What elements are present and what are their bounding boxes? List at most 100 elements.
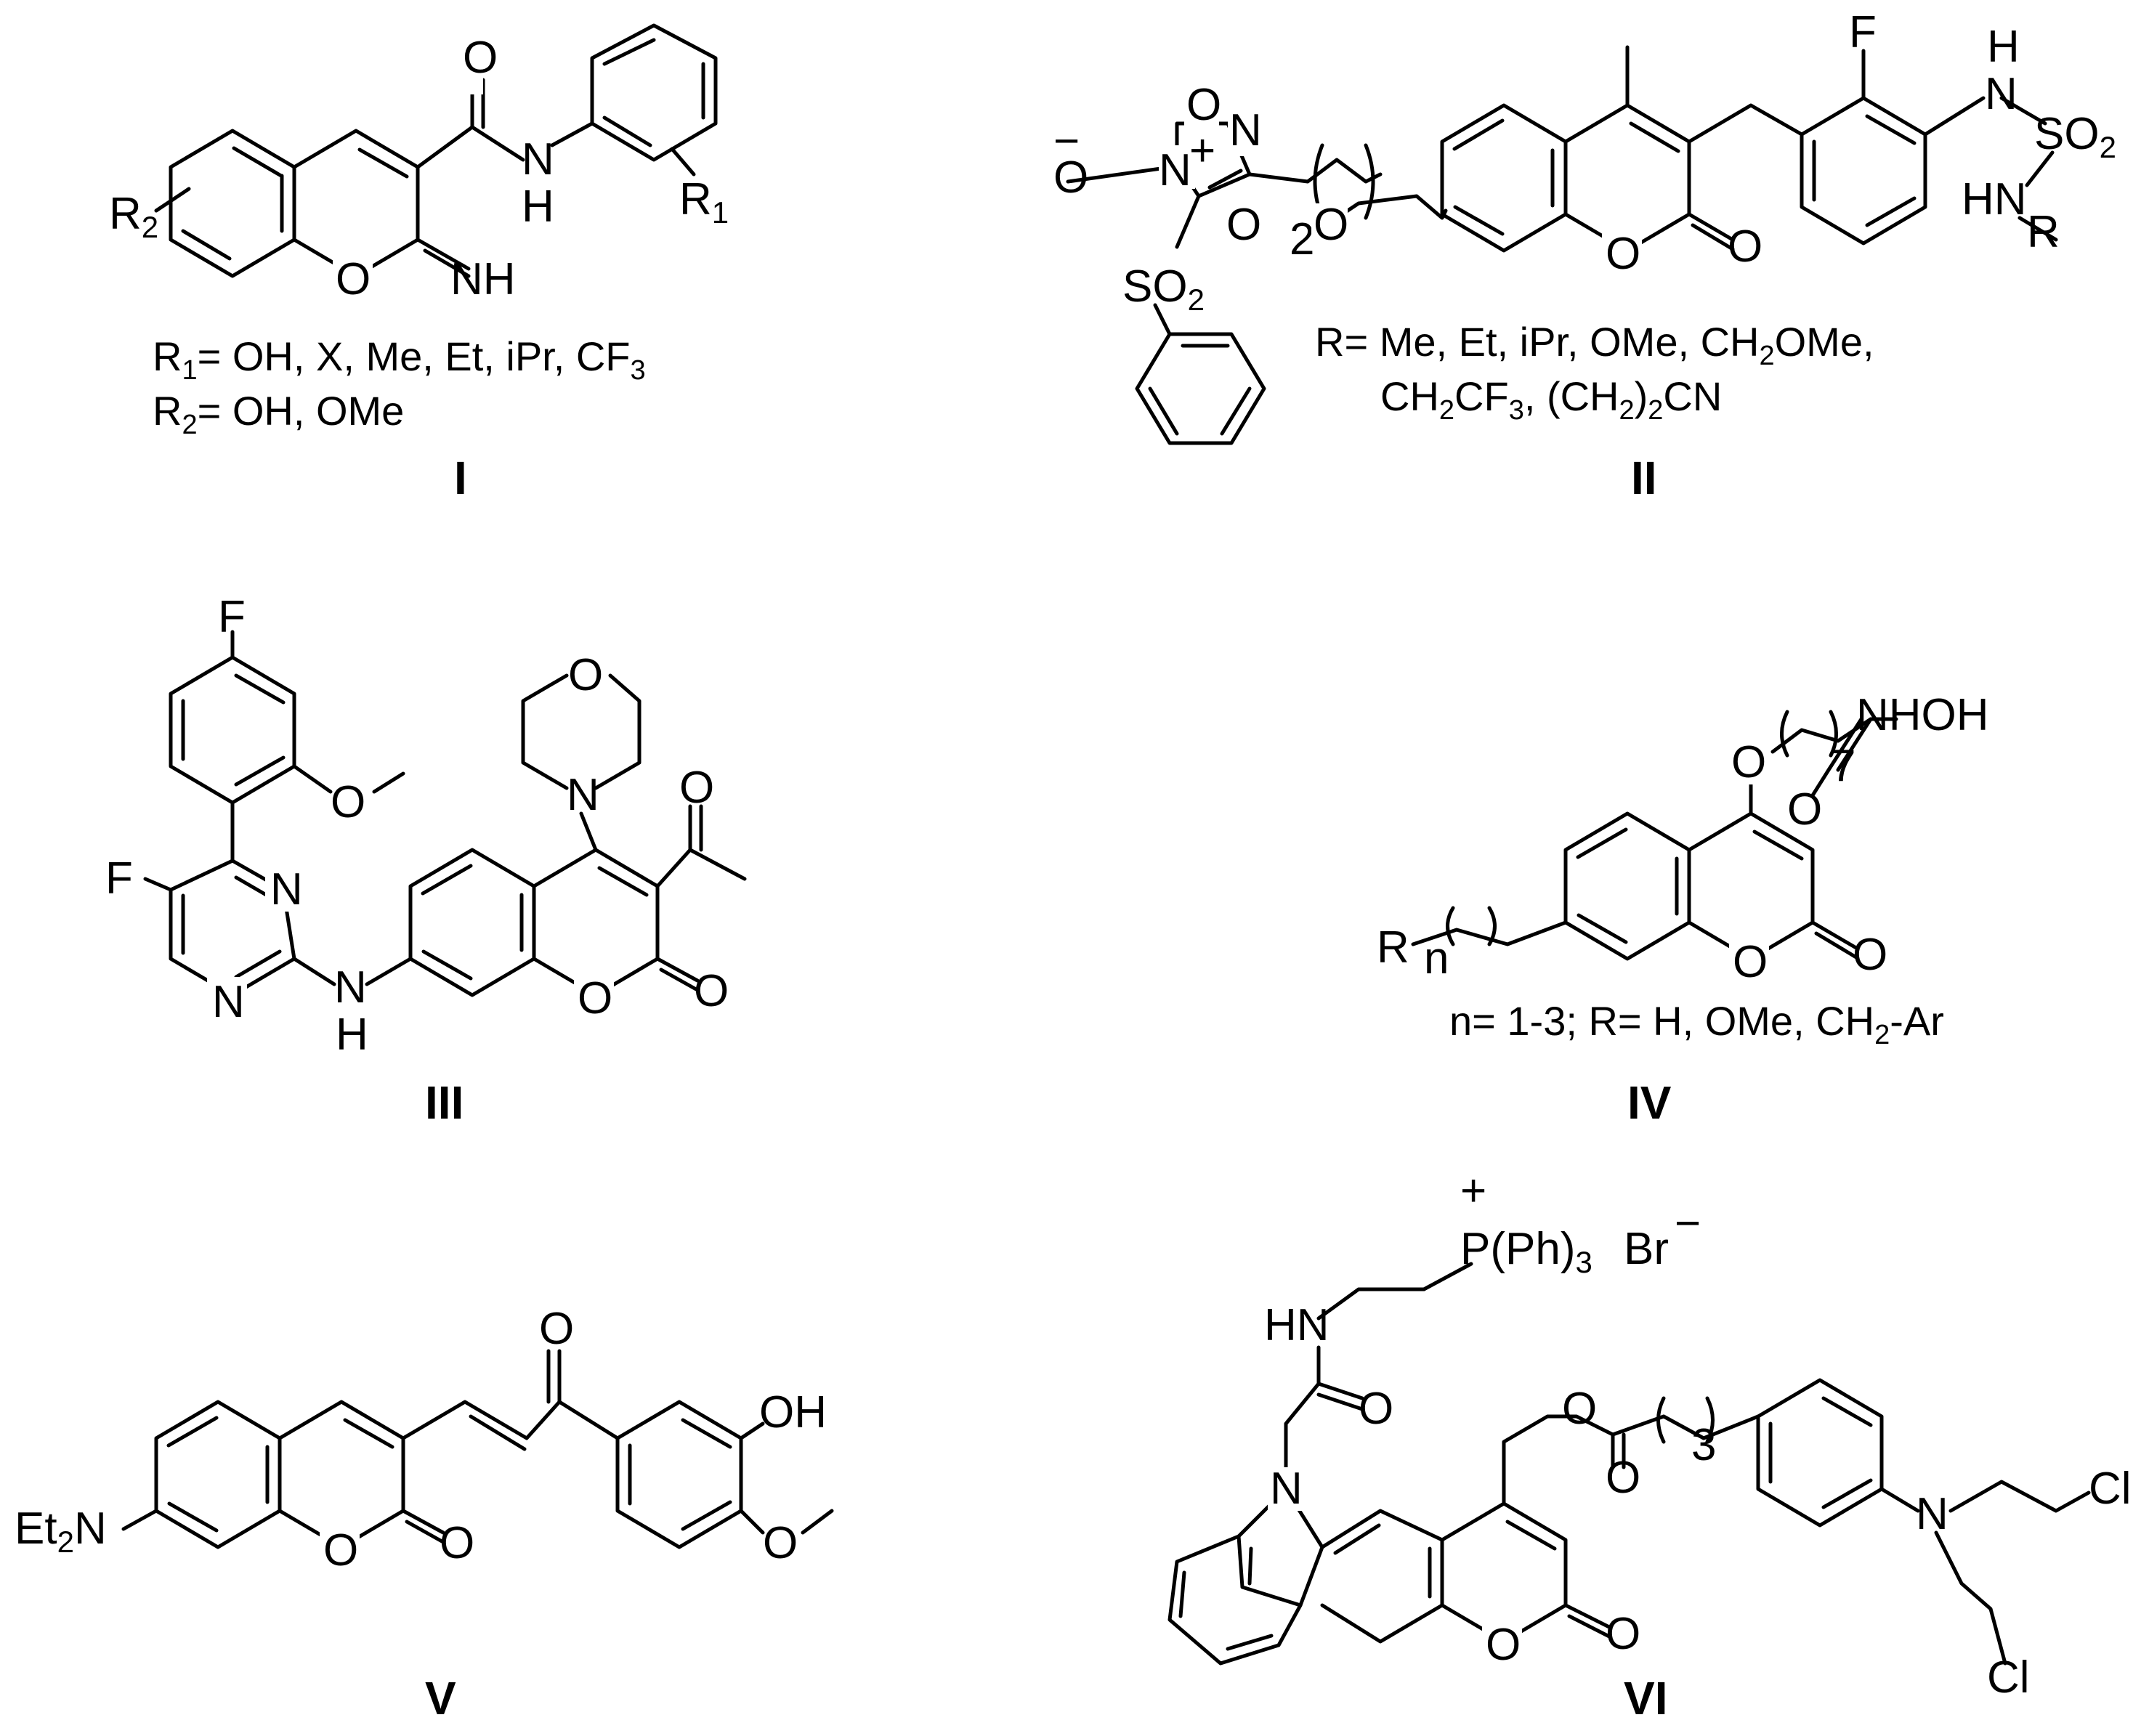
structure-iii-label: III — [425, 1076, 464, 1129]
structure-iv-bonds — [1411, 710, 1898, 961]
structure-vi-atom-n-amine: N — [1916, 1489, 1948, 1539]
structure-ii-atom-minus: − — [1053, 116, 1080, 166]
structure-vi-phenyl-ring — [1756, 1378, 1884, 1528]
structure-iii-benzo-double-3 — [421, 949, 473, 981]
structure-iii: F O F N N N H O N O O O III — [105, 592, 747, 1129]
structure-ii-nh-r-bond — [2017, 216, 2058, 242]
structure-iv-atom-nhoh: NHOH — [1856, 690, 1989, 740]
structure-ii-label: II — [1631, 452, 1657, 504]
structure-ii-atom-o-lactone: O — [1606, 229, 1640, 279]
structure-v-aryl-ring — [615, 1400, 743, 1549]
structure-i-substituent-r1: R1= OH, X, Me, Et, iPr, CF3 — [153, 333, 646, 386]
structure-vi-atom-br: Br — [1624, 1224, 1669, 1274]
structure-i-atom-h-amide: H — [522, 182, 554, 232]
structure-ii-atom-r: R — [2027, 207, 2060, 257]
structure-v-atom-o-lactone: O — [323, 1525, 358, 1575]
structure-ii-atom-n-plus: N — [1159, 145, 1191, 195]
structure-v-aryl-double-2 — [681, 1418, 732, 1449]
structure-ii-furoxan-double — [1207, 169, 1243, 190]
structure-ii-aryl-ring — [1800, 96, 1927, 246]
structure-ii-s-nh-bond — [2025, 150, 2055, 187]
structure-i-substituent-r2: R2= OH, OMe — [153, 388, 404, 440]
structure-i-n-phenyl — [550, 121, 594, 147]
structure-ii-bonds — [1066, 45, 2058, 445]
structure-vi-benz-left — [1167, 1534, 1303, 1666]
structure-iii-benzo-ring — [408, 848, 536, 997]
structure-v: O OH Et2N O O O V — [15, 1304, 834, 1724]
structure-iii-atom-o-morpholine: O — [568, 650, 603, 700]
structure-i: O N H R1 R2 O NH R1= OH, X, Me, Et, iPr,… — [109, 23, 729, 504]
structure-iv-substituent: n= 1-3; R= H, OMe, CH2-Ar — [1449, 998, 1944, 1050]
structure-vi-mustard-2 — [1934, 1530, 2007, 1666]
structure-iv-o-bracket — [1780, 710, 1838, 758]
structure-iii-atom-o-methoxy: O — [331, 777, 365, 827]
structure-vi-atom-cl-2: Cl — [1987, 1652, 2030, 1703]
structure-iii-f-pyr-bond — [143, 877, 173, 892]
structure-v-benzo-double-3 — [167, 1501, 219, 1533]
structure-vi-indole-ring — [1237, 1487, 1324, 1607]
structure-vi-chain-to-phenyl — [1662, 1414, 1760, 1440]
structure-ii-aryl-double-3 — [1865, 196, 1917, 227]
structure-iii-pyrimidine-double-3 — [234, 949, 282, 979]
structure-iii-atom-n-link: N — [334, 962, 367, 1013]
structure-iv-atom-chain-sub: 7 — [1831, 741, 1855, 791]
structure-iii-atom-n-morpholine: N — [567, 770, 599, 820]
structure-vi-atom-chain-sub: 3 — [1691, 1420, 1716, 1470]
structure-i-phenyl-double-1 — [602, 38, 656, 66]
structure-vi-atom-o-lactone: O — [1486, 1620, 1521, 1670]
structure-v-enone-double — [469, 1414, 527, 1451]
structure-i-atom-o-ring: O — [336, 254, 371, 304]
structure-ii-atom-nh-h: H — [1987, 22, 2020, 72]
structure-i-atom-o-carbonyl: O — [463, 33, 498, 83]
structure-iv-benzo-double-1 — [1576, 827, 1628, 859]
structure-ii-sulfone-phenyl — [1153, 303, 1172, 336]
structure-iii-carbonyl — [655, 957, 700, 992]
structure-vi-central-double — [1333, 1523, 1432, 1599]
structure-v-atom-o-carbonyl: O — [440, 1518, 474, 1568]
structure-iv-atom-r: R — [1377, 922, 1409, 973]
structure-ii-substituent-line1: R= Me, Et, iPr, OMe, CH2OMe, — [1315, 319, 1874, 371]
structure-v-atom-net2: Et2N — [15, 1504, 107, 1559]
structure-iv-hydroxamate — [1810, 717, 1898, 798]
structure-v-bonds — [121, 1349, 834, 1549]
structure-i-atom-n-amide: N — [522, 134, 554, 184]
structure-vi-phenyl-double-2 — [1821, 1396, 1873, 1427]
structure-ii-n-oxide — [1066, 166, 1163, 184]
structure-v-net2-bond — [121, 1509, 158, 1531]
structure-vi-atom-cl-1: Cl — [2089, 1464, 2132, 1514]
structure-v-enone — [401, 1349, 620, 1440]
structure-iii-atom-o-lactone: O — [578, 973, 612, 1023]
structure-i-imine-double — [423, 248, 471, 278]
structure-ii-benzo-double-3 — [1453, 205, 1505, 236]
structure-v-aryl-double-3 — [681, 1500, 732, 1531]
structure-iii-bonds — [143, 630, 747, 997]
structure-v-c3c4-double — [343, 1418, 394, 1449]
structure-v-carbonyl — [401, 1509, 445, 1544]
structure-iv-atom-n: n — [1424, 933, 1449, 983]
structure-v-atom-oh: OH — [759, 1387, 827, 1437]
structure-ii-atom-hn: HN — [1962, 174, 2027, 224]
structure-vi-atom-n-carbazole: N — [1270, 1464, 1303, 1514]
structure-ii-phenyl-ring — [1135, 332, 1266, 445]
structure-iii-fluorophenyl-double-2 — [234, 673, 286, 705]
structure-vi: + P(Ph)3 Br − HN O O 3 O N N Cl Cl O O V… — [1167, 1166, 2132, 1724]
structure-i-atom-r1: R1 — [679, 174, 729, 230]
structure-ii-benzyl-ch2 — [1687, 103, 1804, 144]
structure-vi-atom-hn: HN — [1264, 1300, 1329, 1350]
structure-ii-atom-f: F — [1849, 7, 1877, 57]
structure-ii-nh-bond — [1923, 96, 1986, 137]
structure-iv-carbonyl — [1810, 920, 1858, 960]
structure-v-oh-bond — [739, 1421, 765, 1440]
structure-vi-aryl-n — [1879, 1487, 1920, 1513]
structure-ii-atom-sulfone: SO2 — [1122, 261, 1205, 317]
structure-iii-pyr-nh — [292, 957, 336, 986]
structure-vi-bonds — [1167, 1262, 2091, 1666]
structure-vi-linker — [1316, 1262, 1473, 1386]
structure-ii-atom-o-ring-top: O — [1186, 80, 1221, 130]
structure-i-benzo-ring — [169, 129, 296, 278]
structure-ii-phenyl-double-2 — [1220, 386, 1252, 436]
structure-i-imine — [416, 238, 471, 271]
structure-i-phenyl-ring — [590, 23, 718, 162]
structure-ii-atom-o-minus: O — [1053, 153, 1088, 203]
